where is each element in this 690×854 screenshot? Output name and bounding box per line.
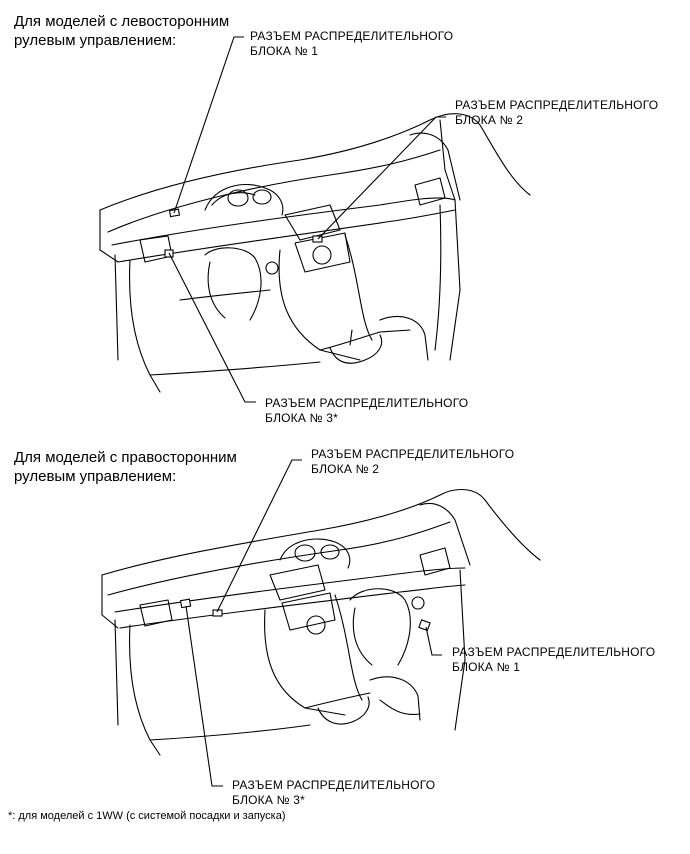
- lhd-jb2-label-line2: БЛОКА № 2: [455, 113, 524, 127]
- lhd-jb3-label-line1: РАЗЪЕМ РАСПРЕДЕЛИТЕЛЬНОГО: [265, 396, 469, 410]
- rhd-dashboard-drawing: [101, 489, 541, 756]
- rhd-jb2-label-line2: БЛОКА № 2: [311, 462, 380, 476]
- lhd-jb1-label-line1: РАЗЪЕМ РАСПРЕДЕЛИТЕЛЬНОГО: [250, 29, 454, 43]
- lhd-jb1-leader: [173, 36, 244, 214]
- rhd-jb3-leader: [185, 605, 223, 787]
- rhd-jb1-label: РАЗЪЕМ РАСПРЕДЕЛИТЕЛЬНОГО БЛОКА № 1: [452, 645, 655, 675]
- lhd-dashboard-drawing: [99, 113, 531, 393]
- rhd-jb1-label-line1: РАЗЪЕМ РАСПРЕДЕЛИТЕЛЬНОГО: [452, 645, 656, 659]
- rhd-jb3-label-line1: РАЗЪЕМ РАСПРЕДЕЛИТЕЛЬНОГО: [232, 778, 436, 792]
- lhd-jb1-label-line2: БЛОКА № 1: [250, 44, 319, 58]
- rhd-jb3-label: РАЗЪЕМ РАСПРЕДЕЛИТЕЛЬНОГО БЛОКА № 3*: [232, 778, 435, 808]
- footnote: *: для моделей с 1WW (с системой посадки…: [8, 810, 286, 822]
- lhd-jb3-label: РАЗЪЕМ РАСПРЕДЕЛИТЕЛЬНОГО БЛОКА № 3*: [265, 396, 468, 426]
- rhd-jb2-leader: [216, 459, 302, 613]
- rhd-jb1-label-line2: БЛОКА № 1: [452, 660, 521, 674]
- lhd-jb2-label: РАЗЪЕМ РАСПРЕДЕЛИТЕЛЬНОГО БЛОКА № 2: [455, 98, 658, 128]
- rhd-jb2-label-line1: РАЗЪЕМ РАСПРЕДЕЛИТЕЛЬНОГО: [311, 447, 515, 461]
- lhd-jb2-label-line1: РАЗЪЕМ РАСПРЕДЕЛИТЕЛЬНОГО: [455, 98, 659, 112]
- lhd-jb3-leader: [168, 252, 256, 403]
- lhd-heading: Для моделей с левосторонним рулевым упра…: [14, 12, 229, 50]
- rhd-heading-line1: Для моделей с правосторонним: [14, 449, 237, 466]
- lhd-jb2-leader: [317, 116, 446, 240]
- rhd-leader-lines: [185, 459, 442, 787]
- lhd-heading-line1: Для моделей с левосторонним: [14, 13, 230, 30]
- rhd-jb1-leader: [425, 626, 442, 656]
- lhd-heading-line2: рулевым управлением:: [14, 32, 177, 49]
- lhd-jb1-label: РАЗЪЕМ РАСПРЕДЕЛИТЕЛЬНОГО БЛОКА № 1: [250, 29, 453, 59]
- rhd-jb2-label: РАЗЪЕМ РАСПРЕДЕЛИТЕЛЬНОГО БЛОКА № 2: [311, 447, 514, 477]
- lhd-jb3-label-line2: БЛОКА № 3*: [265, 411, 338, 425]
- rhd-jb3-label-line2: БЛОКА № 3*: [232, 793, 305, 807]
- rhd-heading: Для моделей с правосторонним рулевым упр…: [14, 448, 237, 486]
- lhd-leader-lines: [168, 36, 446, 403]
- rhd-heading-line2: рулевым управлением:: [14, 468, 177, 485]
